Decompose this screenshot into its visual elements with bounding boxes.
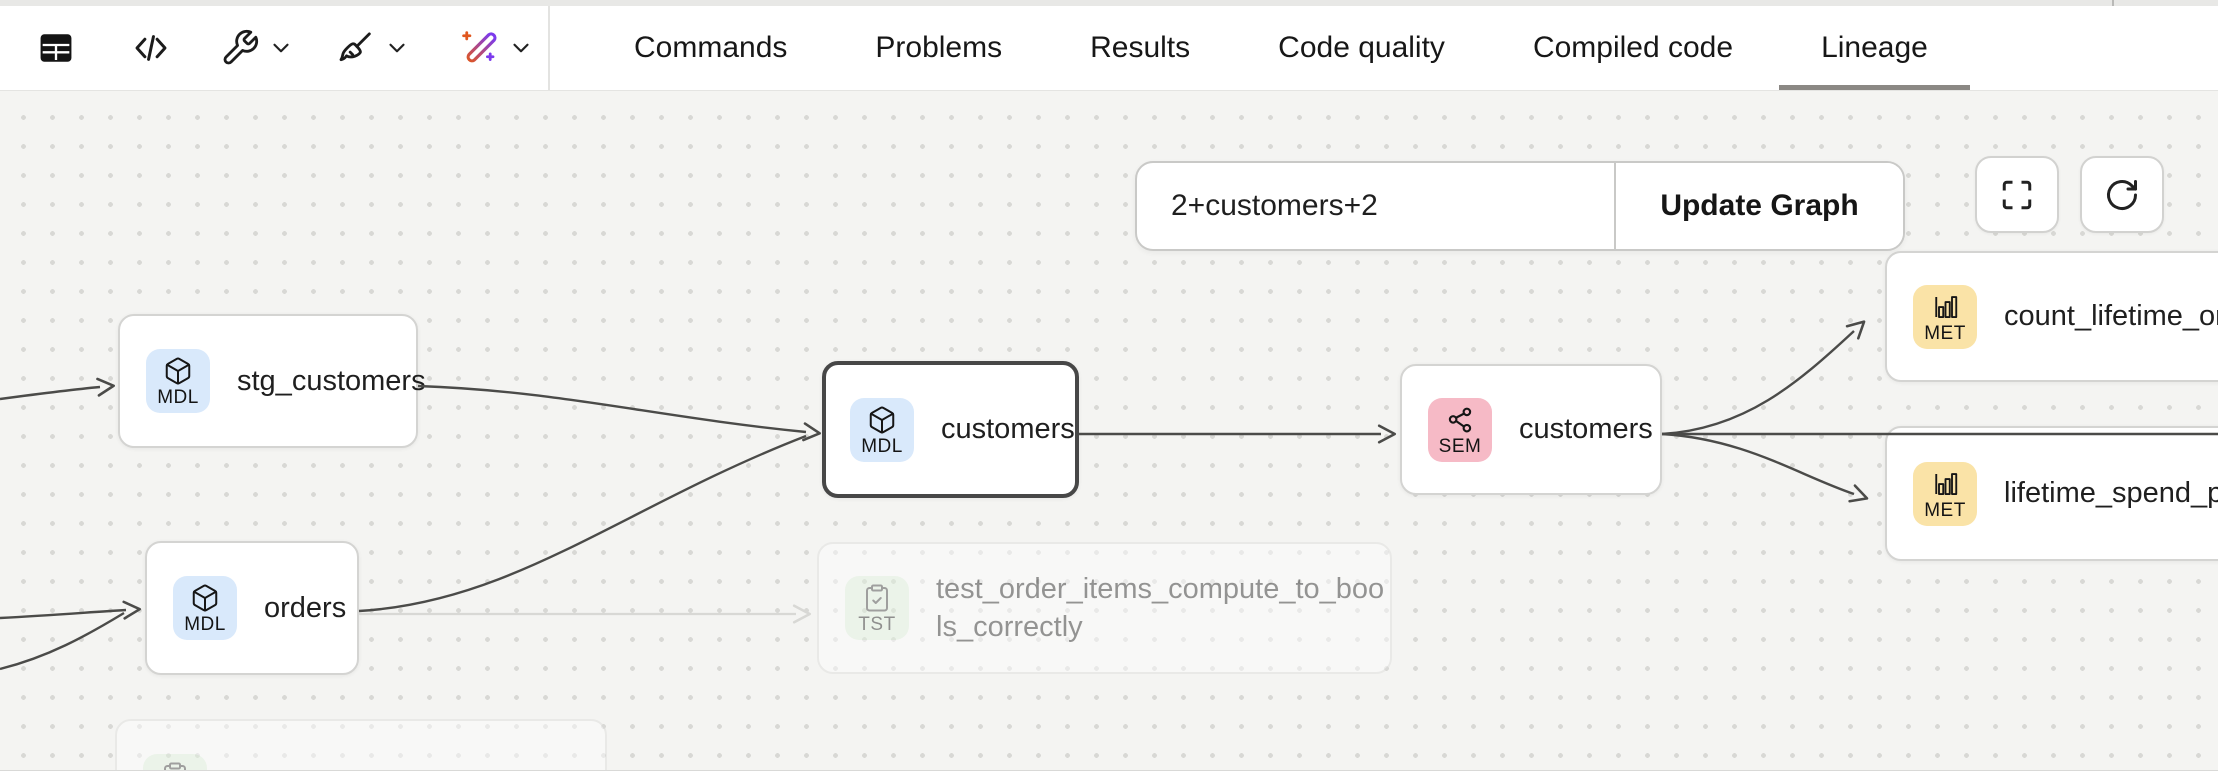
node-label: customers [1519,413,1653,445]
broom-icon[interactable] [336,28,376,68]
toolbar-divider [548,6,550,90]
lineage-filter-box: Update Graph [1135,161,1905,251]
bar-chart-icon [1935,295,1958,318]
refresh-button[interactable] [2080,156,2164,233]
refresh-icon [2107,179,2137,210]
node-lifetime-spend-pretax[interactable]: MET lifetime_spend_preta [1885,426,2218,561]
tab-lineage[interactable]: Lineage [1777,6,1972,90]
fullscreen-button[interactable] [1975,156,2059,233]
pane-top-strip [0,0,2218,6]
tab-compiled-code[interactable]: Compiled code [1489,6,1777,90]
node-label: stg_customers [237,364,426,397]
tab-code-quality[interactable]: Code quality [1234,6,1489,90]
pane-splitter[interactable] [2112,0,2114,6]
badge-label: MET [1924,322,1966,344]
badge-label: MDL [157,387,199,408]
badge-label: SEM [1438,435,1482,457]
node-label: test_order_items_compute_to_bools_correc… [936,572,1385,643]
top-bar: Commands Problems Results Code quality C… [0,0,2218,90]
clipboard-check-icon [866,584,888,612]
metric-badge: MET [1913,461,1977,526]
bar-chart-icon [1935,472,1958,495]
graph-nodes-icon [1448,407,1472,432]
cube-icon [165,357,191,385]
test-badge: TST [143,754,207,770]
node-label: count_lifetime_order [2004,300,2218,332]
node-customers-semantic[interactable]: SEM customers [1400,364,1662,495]
tab-results[interactable]: Results [1046,6,1234,90]
tab-problems[interactable]: Problems [831,6,1046,90]
node-test-order-items[interactable]: TST test_order_items_compute_to_bools_co… [817,542,1392,674]
badge-label: MDL [184,614,226,635]
cube-icon [192,584,218,612]
clipboard-check-icon [164,762,186,770]
node-label: lifetime_spend_preta [2004,477,2218,509]
badge-label: TST [858,614,896,635]
badge-label: MET [1924,499,1966,521]
panel-tabs: Commands Problems Results Code quality C… [590,6,1972,90]
model-badge: MDL [173,576,237,640]
node-orders[interactable]: MDL orders [145,541,359,675]
metric-badge: MET [1913,284,1977,349]
lineage-filter-input[interactable] [1137,163,1614,249]
badge-label: MDL [861,435,903,457]
chevron-down-icon[interactable] [508,35,534,61]
wrench-icon[interactable] [220,28,260,68]
node-stg-customers[interactable]: MDL stg_customers [118,314,426,448]
table-icon[interactable] [36,28,76,68]
lineage-canvas[interactable]: MDL stg_customers MDL orders MDL custome… [0,90,2218,770]
update-graph-button[interactable]: Update Graph [1616,163,1903,249]
tab-commands[interactable]: Commands [590,6,831,90]
test-badge: TST [845,576,909,640]
cube-icon [869,406,895,433]
model-badge: MDL [146,349,210,413]
node-customers-model[interactable]: MDL customers [822,361,1079,498]
node-hidden-test[interactable]: TST [115,719,607,770]
node-label: customers [941,413,1075,445]
code-icon[interactable] [130,27,172,69]
model-badge: MDL [850,397,914,462]
filter-divider [1614,163,1616,249]
chevron-down-icon[interactable] [384,35,410,61]
magic-wand-icon[interactable] [458,27,500,69]
chevron-down-icon[interactable] [268,35,294,61]
node-count-lifetime-order[interactable]: MET count_lifetime_order [1885,251,2218,382]
editor-toolbar [0,6,534,90]
semantic-badge: SEM [1428,397,1492,462]
maximize-icon [2002,180,2032,209]
panel-bottom-edge [0,770,2218,780]
node-label: orders [264,591,347,624]
